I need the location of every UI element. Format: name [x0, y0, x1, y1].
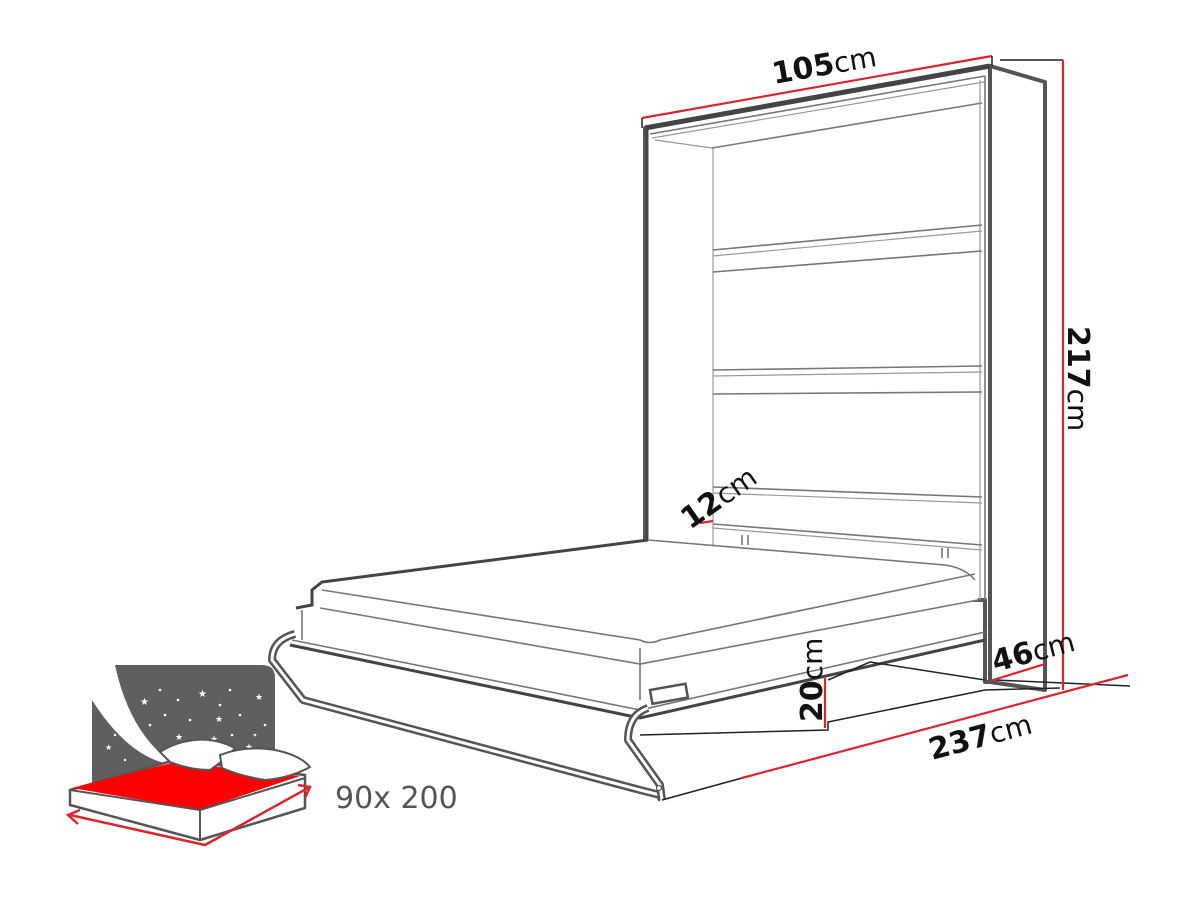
svg-text:★: ★ — [215, 714, 223, 724]
shelf — [712, 224, 983, 273]
shelf — [712, 486, 983, 551]
dimension-leg-height: 20cm — [795, 638, 830, 728]
svg-text:★: ★ — [255, 692, 263, 702]
dimension-open-length-unit: cm — [986, 708, 1036, 751]
bed-leg-left — [268, 630, 666, 802]
bed-leg-right — [624, 704, 666, 801]
svg-text:237cm: 237cm — [925, 707, 1036, 768]
dimension-leg-height-unit: cm — [796, 638, 829, 681]
mattress-size-label: 90x 200 — [335, 781, 458, 816]
dimension-height-unit: cm — [1061, 389, 1094, 432]
dimension-height: 217cm — [1000, 59, 1095, 690]
svg-text:★: ★ — [245, 742, 253, 752]
dimension-open-length-value: 237 — [925, 718, 995, 768]
svg-text:★: ★ — [105, 743, 112, 752]
mattress-night-icon: ★ ★ ★ ★ ★ ★ ★ ★ — [65, 665, 312, 847]
dimension-open-length: 237cm — [661, 673, 1129, 801]
shelf — [712, 365, 983, 395]
svg-text:★: ★ — [175, 732, 183, 742]
svg-text:★: ★ — [140, 697, 149, 708]
bed — [289, 538, 986, 720]
svg-text:★: ★ — [210, 734, 218, 744]
dimension-width-unit: cm — [831, 40, 879, 80]
dimension-height-value: 217 — [1060, 326, 1095, 389]
svg-text:217cm: 217cm — [1060, 326, 1095, 431]
svg-text:20cm: 20cm — [795, 638, 830, 722]
dimension-leg-height-value: 20 — [795, 680, 830, 722]
svg-text:105cm: 105cm — [769, 39, 879, 92]
svg-text:★: ★ — [198, 689, 207, 700]
